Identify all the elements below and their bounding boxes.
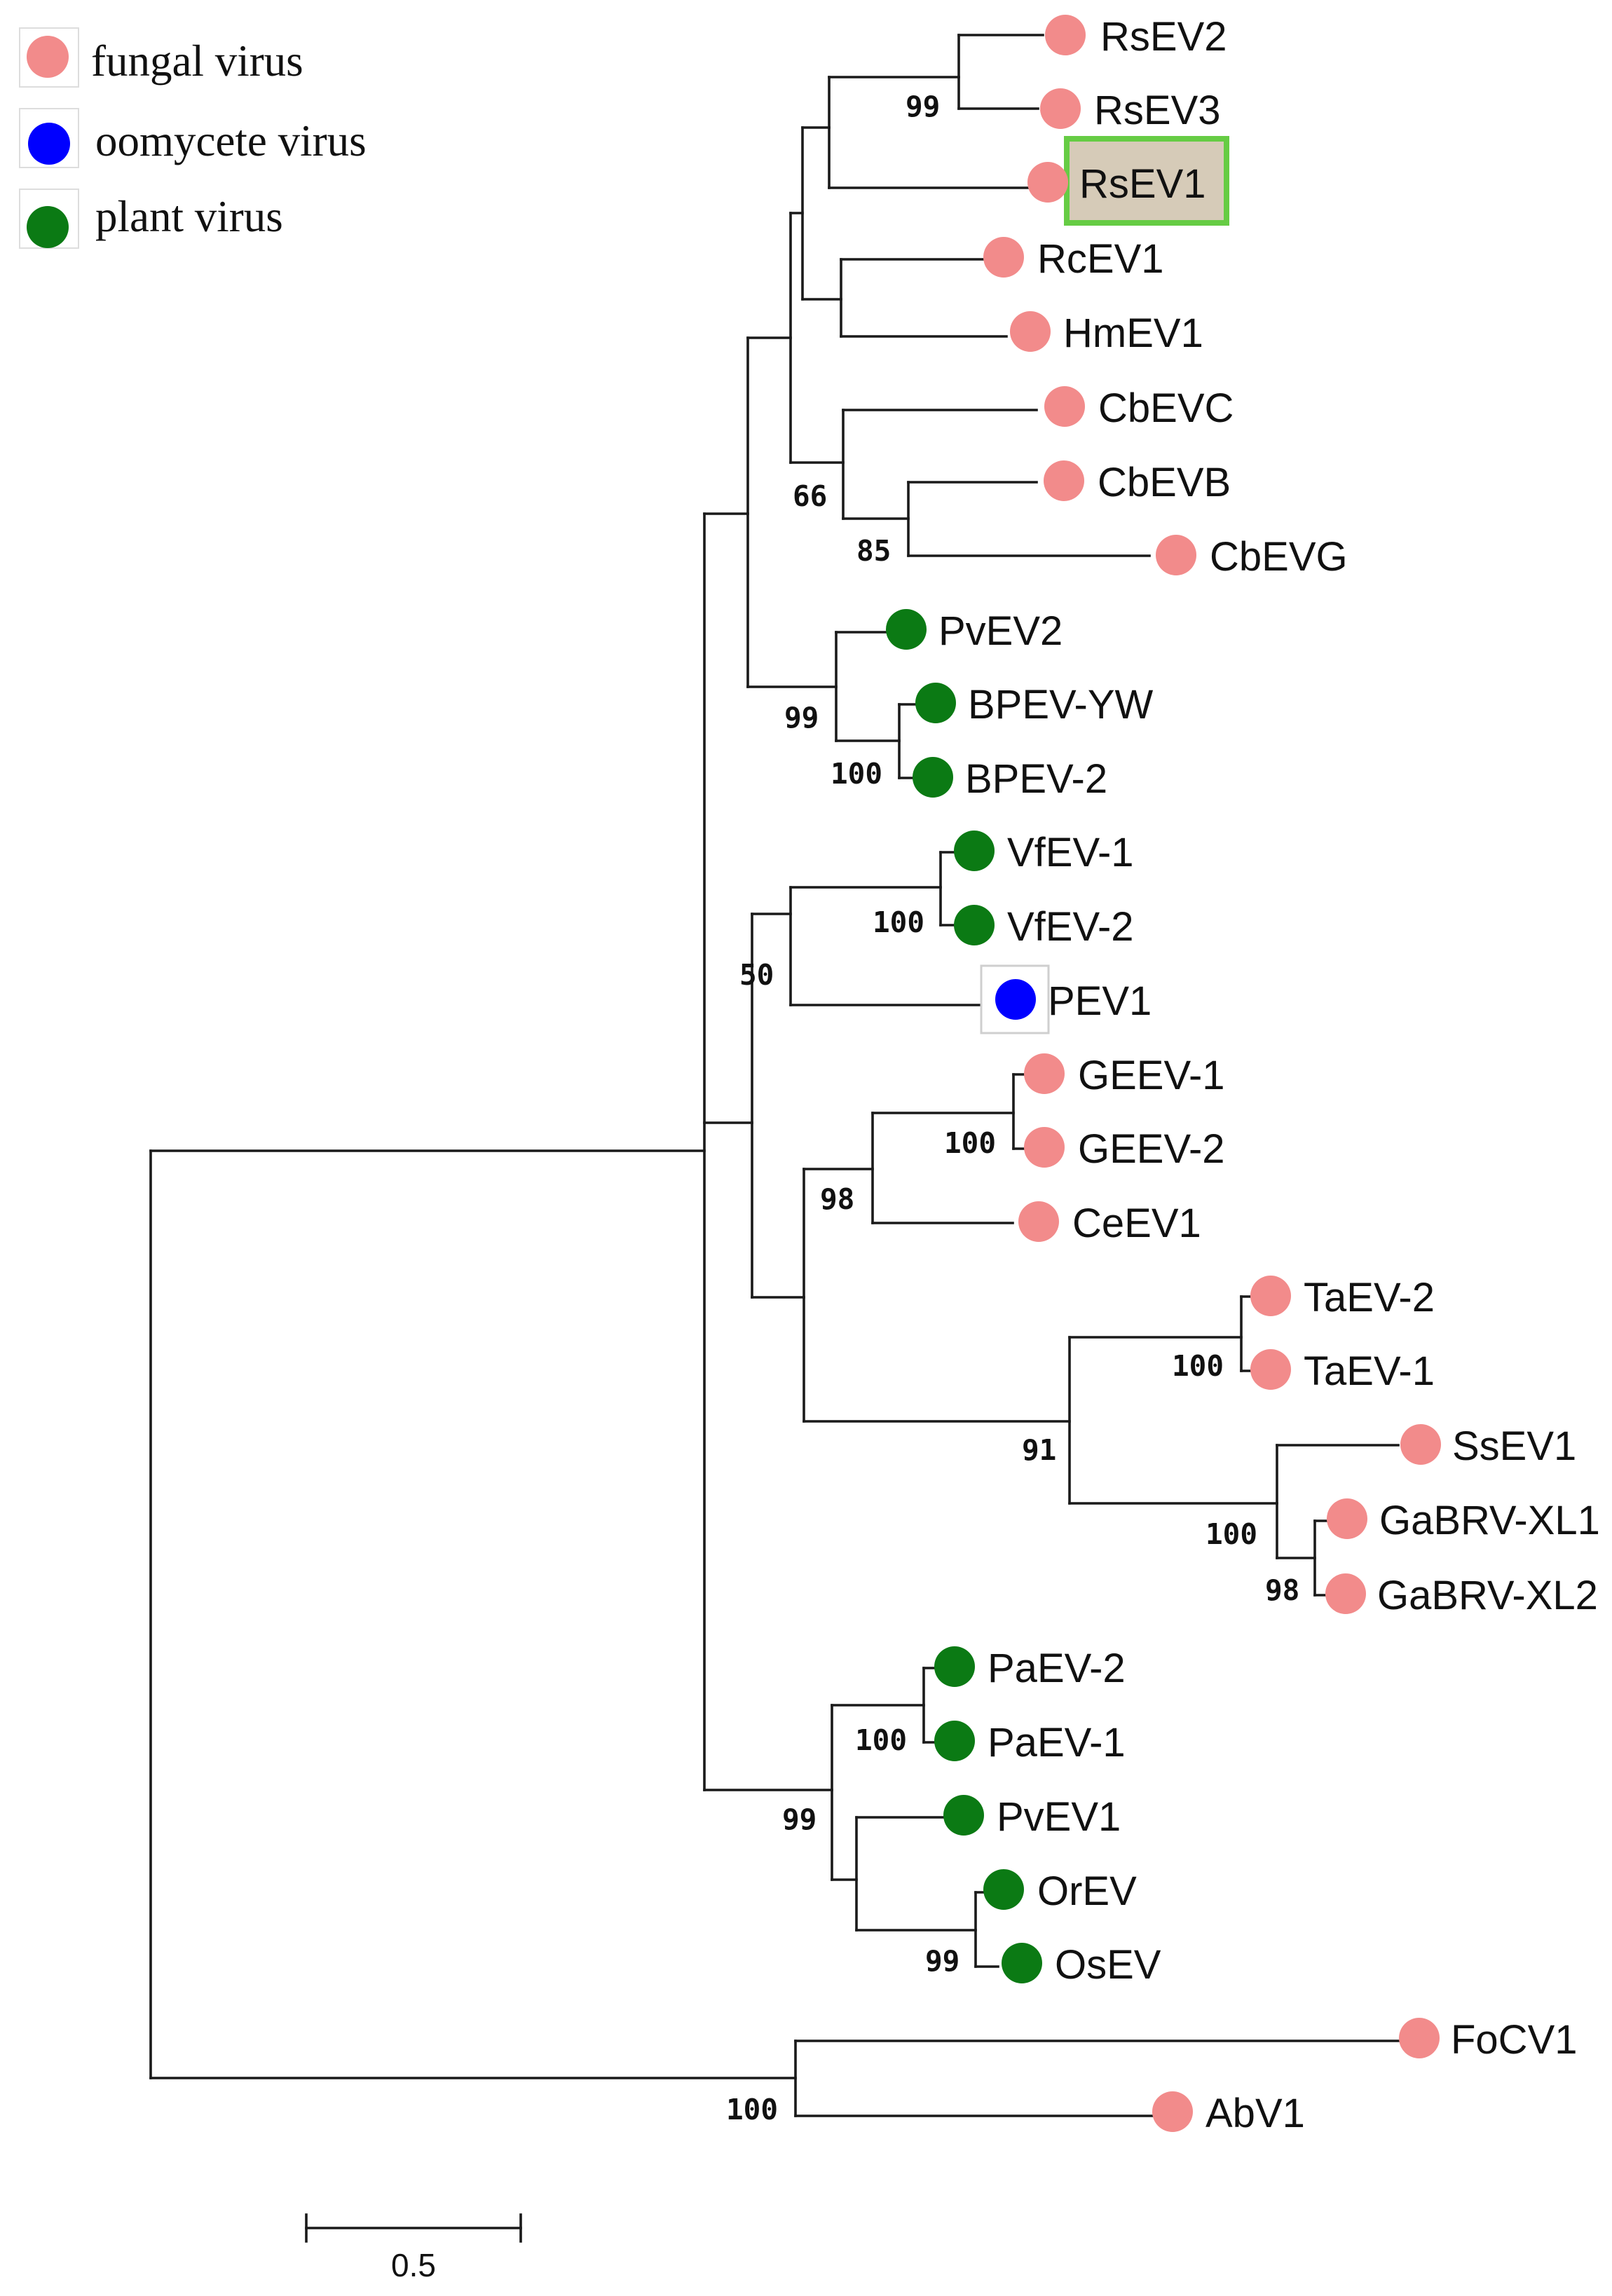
leaf-dot-fungal [1040, 88, 1081, 129]
leaf-label: FoCV1 [1451, 2017, 1578, 2063]
leaf-dot-fungal [1250, 1276, 1291, 1316]
leaf-dot-plant [913, 757, 953, 798]
leaf-dot-plant [943, 1795, 984, 1836]
leaf-dot-fungal [1045, 15, 1086, 55]
legend: fungal virus oomycete virus plant virus [19, 27, 367, 249]
bootstrap-values: 99 66 85 99 100 100 50 100 98 100 91 100… [726, 90, 1299, 2126]
leaf-label: OrEV [1037, 1868, 1137, 1914]
leaf-dot-plant [983, 1869, 1024, 1910]
leaf-dot-plant [934, 1721, 975, 1761]
leaf-label: CeEV1 [1072, 1201, 1201, 1246]
leaf-dot-fungal [1024, 1053, 1065, 1094]
bootstrap-value: 99 [782, 1803, 817, 1836]
bootstrap-value: 100 [944, 1126, 996, 1160]
leaf-label: VfEV-1 [1007, 830, 1134, 875]
bootstrap-value: 100 [831, 757, 882, 791]
leaf-label: PaEV-2 [988, 1646, 1126, 1691]
bootstrap-value: 98 [820, 1182, 854, 1216]
leaf-label: BPEV-2 [965, 756, 1107, 802]
leaf-label: RsEV2 [1100, 14, 1227, 60]
leaf-label: GaBRV-XL1 [1379, 1498, 1600, 1543]
tree-branches [149, 34, 1400, 2117]
bootstrap-value: 85 [856, 534, 891, 568]
leaf-dot-fungal [1044, 460, 1084, 501]
leaf-dot-plant [1002, 1943, 1042, 1983]
scale-bar-label: 0.5 [391, 2247, 436, 2283]
leaf-label: GEEV-1 [1078, 1053, 1225, 1098]
leaf-dot-plant [886, 609, 927, 650]
highlighted-leaf-label: RsEV1 [1079, 161, 1206, 207]
leaf-dot-fungal [1250, 1349, 1291, 1390]
leaf-label: PvEV1 [997, 1794, 1121, 1840]
leaf-label: HmEV1 [1063, 310, 1203, 356]
leaf-label: VfEV-2 [1007, 904, 1134, 950]
leaf-label: CbEVB [1098, 460, 1231, 505]
tree-leaves: RsEV2 RsEV3 RsEV1 RcEV1 HmEV1 CbEVC CbEV… [886, 14, 1600, 2136]
leaf-label: PaEV-1 [988, 1720, 1126, 1765]
scale-bar: 0.5 [305, 2213, 522, 2283]
leaf-dot-fungal [1044, 386, 1085, 427]
oomycete-legend-dot [28, 123, 70, 165]
leaf-label: GEEV-2 [1078, 1126, 1225, 1172]
leaf-label: GaBRV-XL2 [1377, 1573, 1598, 1618]
leaf-label: TaEV-2 [1304, 1275, 1435, 1320]
leaf-label: CbEVG [1210, 534, 1348, 580]
leaf-label: PvEV2 [938, 608, 1063, 654]
leaf-label: TaEV-1 [1304, 1348, 1435, 1394]
leaf-label: CbEVC [1098, 385, 1234, 431]
leaf-dot-fungal [1400, 1424, 1441, 1465]
bootstrap-value: 100 [1205, 1517, 1257, 1551]
leaf-label: SsEV1 [1452, 1423, 1576, 1469]
leaf-dot-fungal [1018, 1201, 1059, 1242]
leaf-dot-plant [954, 831, 995, 871]
leaf-label: BPEV-YW [968, 682, 1154, 727]
bootstrap-value: 98 [1265, 1573, 1299, 1607]
leaf-dot-fungal [983, 237, 1024, 278]
leaf-label: RcEV1 [1037, 236, 1164, 282]
legend-label-oomycete: oomycete virus [95, 116, 367, 165]
leaf-dot-fungal [1156, 535, 1196, 575]
leaf-label: AbV1 [1205, 2091, 1305, 2136]
bootstrap-value: 99 [906, 90, 940, 123]
leaf-label: RsEV3 [1094, 88, 1221, 133]
leaf-dot-fungal [1325, 1573, 1366, 1614]
leaf-dot-fungal [1027, 162, 1068, 203]
bootstrap-value: 91 [1022, 1433, 1056, 1467]
legend-label-plant: plant virus [95, 192, 283, 241]
bootstrap-value: 50 [739, 958, 774, 992]
fungal-legend-dot [27, 36, 69, 78]
bootstrap-value: 66 [793, 479, 827, 513]
leaf-label: OsEV [1055, 1942, 1161, 1988]
leaf-dot-oomycete [995, 979, 1036, 1020]
bootstrap-value: 99 [784, 701, 819, 734]
leaf-dot-fungal [1010, 311, 1051, 352]
leaf-dot-fungal [1024, 1127, 1065, 1168]
leaf-dot-plant [934, 1646, 975, 1687]
leaf-dot-fungal [1399, 2018, 1440, 2058]
plant-legend-dot [27, 206, 69, 248]
bootstrap-value: 100 [1172, 1349, 1224, 1383]
bootstrap-value: 100 [873, 906, 924, 939]
bootstrap-value: 100 [726, 2093, 778, 2126]
legend-label-fungal: fungal virus [91, 36, 303, 86]
bootstrap-value: 99 [925, 1944, 959, 1978]
leaf-label: PEV1 [1048, 978, 1152, 1024]
leaf-dot-fungal [1152, 2091, 1193, 2132]
leaf-dot-plant [915, 683, 956, 723]
bootstrap-value: 100 [855, 1723, 907, 1757]
leaf-dot-plant [954, 905, 995, 945]
leaf-dot-fungal [1327, 1498, 1367, 1539]
